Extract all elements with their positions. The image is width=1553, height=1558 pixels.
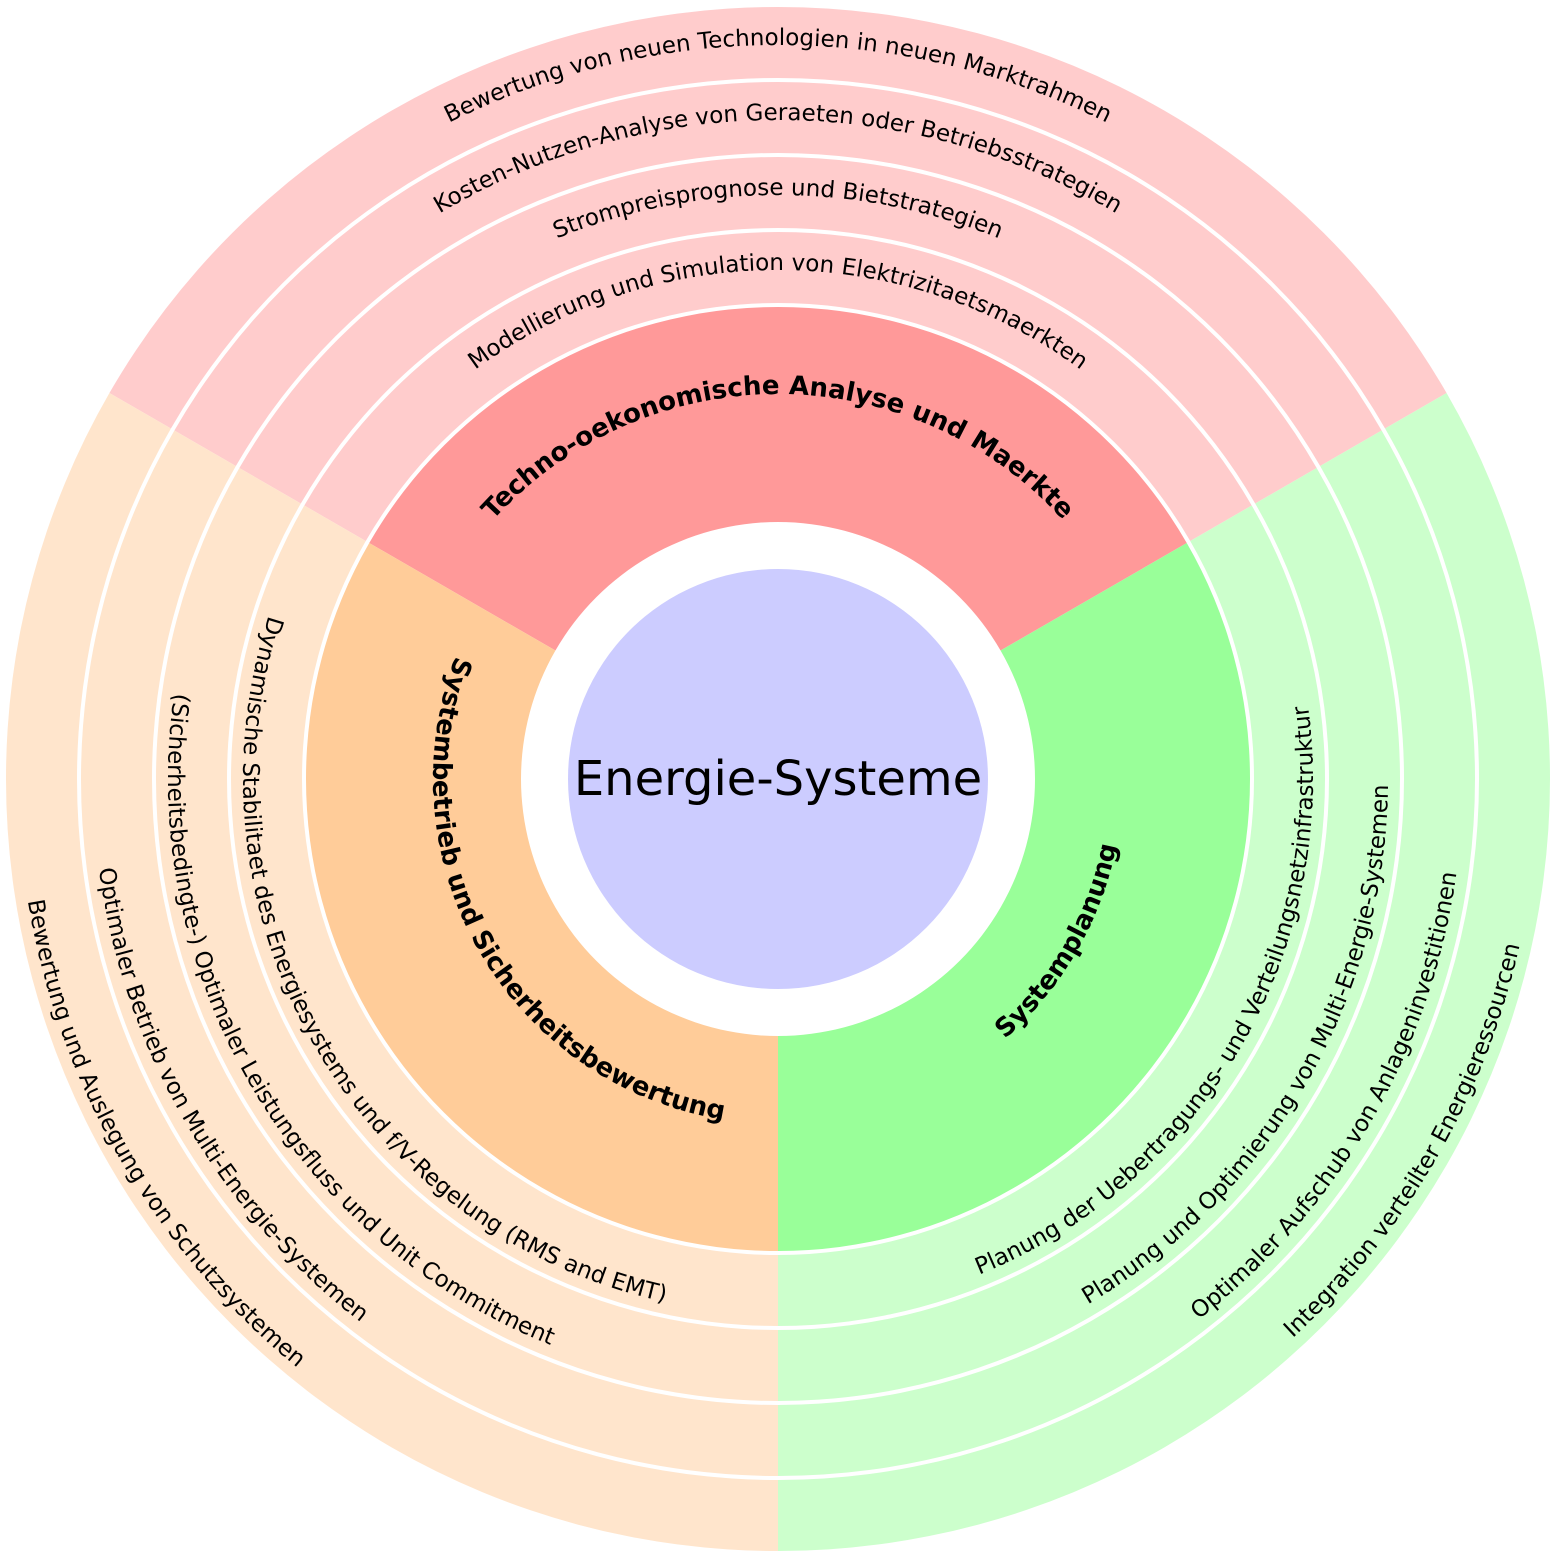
topic-ring-techno-3 bbox=[174, 82, 1382, 466]
topic-ring-techno-1 bbox=[304, 231, 1252, 541]
topic-ring-betrieb-2 bbox=[155, 468, 778, 1401]
topic-ring-betrieb-4 bbox=[6, 393, 778, 1551]
topic-ring-planung-1 bbox=[778, 505, 1325, 1326]
sectors-layer: Techno-oekonomische Analyse und MaerkteS… bbox=[305, 307, 1251, 1251]
sector-planung bbox=[778, 543, 1251, 1251]
topic-ring-planung-4 bbox=[778, 393, 1550, 1551]
topic-ring-betrieb-3 bbox=[80, 430, 778, 1476]
center-circle bbox=[568, 569, 988, 989]
sector-techno bbox=[369, 307, 1187, 651]
topic-ring-planung-2 bbox=[778, 468, 1401, 1401]
topic-ring-planung-3 bbox=[778, 430, 1476, 1476]
topic-ring-techno-4 bbox=[109, 7, 1447, 429]
topic-ring-techno-2 bbox=[239, 156, 1317, 504]
center-title: Energie-Systeme bbox=[574, 751, 982, 807]
topic-ring-betrieb-1 bbox=[231, 505, 778, 1326]
sector-betrieb bbox=[305, 543, 778, 1251]
